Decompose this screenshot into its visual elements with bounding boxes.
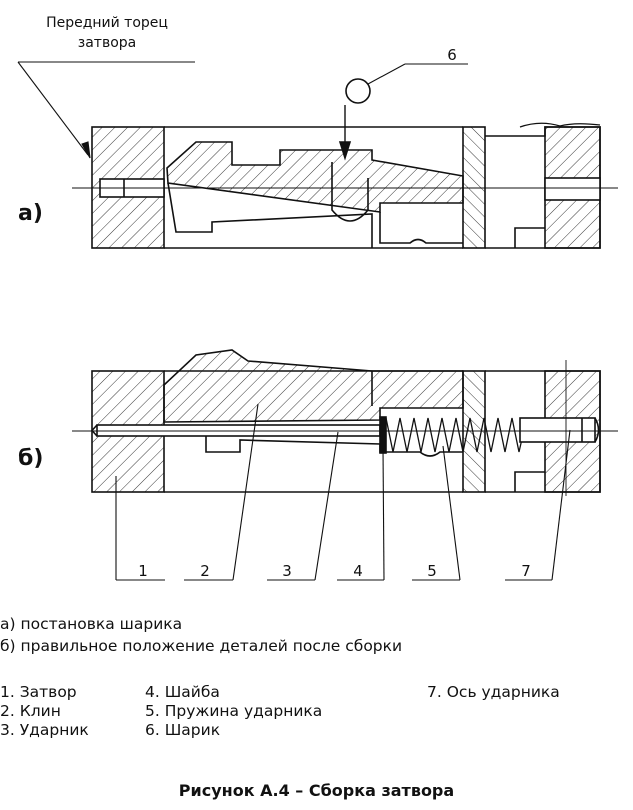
legend-column-3: 7. Ось ударника [427,683,560,702]
view-b-drawing [72,349,618,496]
legend-item: 5. Пружина ударника [145,702,323,720]
legend-column-1: 1. Затвор 2. Клин 3. Ударник [0,683,89,740]
leader-number-7: 7 [521,562,531,580]
leader-number-6: 6 [447,46,457,64]
leader-number-4: 4 [353,562,363,580]
front-face-label-line1: Передний торец [46,15,168,31]
front-face-label-line2: затвора [78,35,136,51]
leader-lines [17,61,571,581]
spring-shape [385,417,525,453]
figure-title: Рисунок А.4 – Сборка затвора [178,781,455,800]
legend-item: 6. Шарик [145,721,221,739]
legend-column-2: 4. Шайба 5. Пружина ударника 6. Шарик [145,683,322,740]
assembly-drawing: Передний торец затвора а) б) 1 2 3 4 5 6… [17,15,618,581]
view-a-plate [462,126,486,249]
ball-shape [345,78,371,104]
caption-b: б) правильное положение деталей после сб… [0,637,403,655]
leader-number-1: 1 [138,562,148,580]
leader-number-3: 3 [282,562,292,580]
view-label-b: б) [18,446,43,471]
legend-item: 3. Ударник [0,721,89,739]
washer-shape [379,416,387,454]
legend-item: 2. Клин [0,702,61,720]
view-a-drawing [72,78,618,249]
leader-number-5: 5 [427,562,437,580]
view-a-wedge [166,141,464,213]
view-b-plate [462,370,486,493]
view-label-a: а) [18,201,43,226]
striker-axis-shape [519,417,596,443]
view-b-wedge [163,349,464,423]
legend-item: 7. Ось ударника [427,683,560,701]
legend-item: 4. Шайба [145,683,220,701]
caption-a: а) постановка шарика [0,615,183,633]
legend-item: 1. Затвор [0,683,77,701]
leader-number-2: 2 [200,562,210,580]
